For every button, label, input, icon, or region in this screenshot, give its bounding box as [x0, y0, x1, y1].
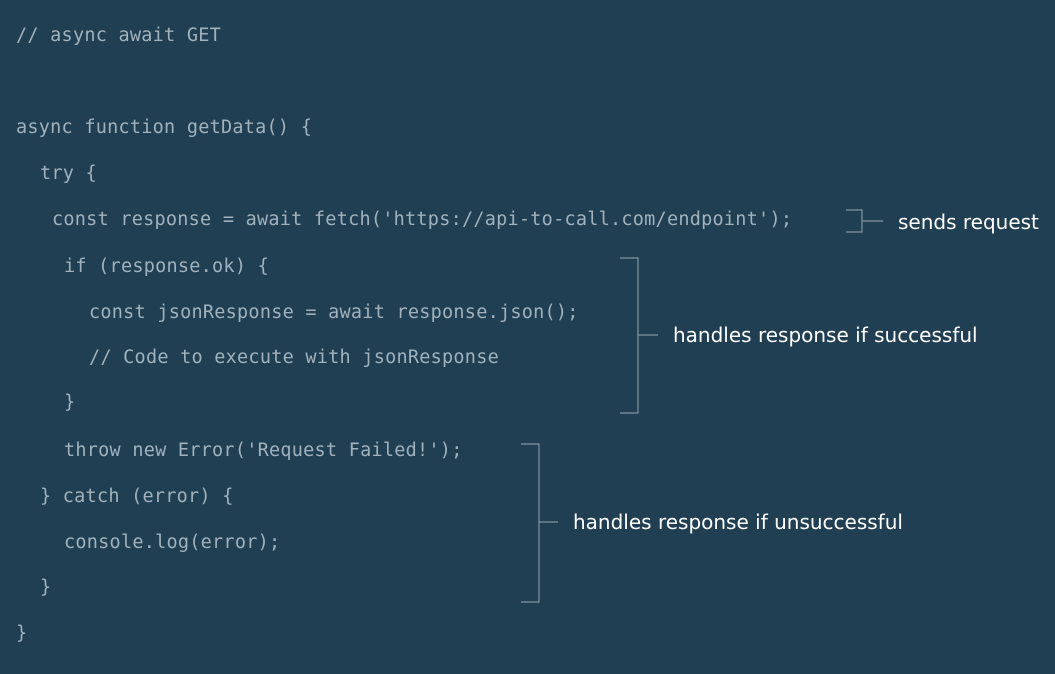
code-throw-line: throw new Error('Request Failed!');	[64, 440, 463, 461]
code-catch-close: }	[40, 577, 52, 598]
code-function-declaration: async function getData() {	[16, 117, 313, 138]
code-comment-line: // async await GET	[16, 25, 221, 46]
code-function-close: }	[16, 623, 28, 644]
bracket-handles-success	[620, 257, 658, 414]
code-fetch-line: const response = await fetch('https://ap…	[52, 209, 793, 230]
annotation-handles-failure: handles response if unsuccessful	[573, 510, 903, 534]
code-if-line: if (response.ok) {	[64, 256, 269, 277]
code-inner-comment-line: // Code to execute with jsonResponse	[89, 347, 499, 368]
code-try-line: try {	[40, 163, 97, 184]
annotation-sends-request: sends request	[898, 210, 1039, 234]
code-console-line: console.log(error);	[64, 532, 281, 553]
bracket-handles-failure	[521, 443, 558, 603]
code-catch-line: } catch (error) {	[40, 486, 234, 507]
bracket-sends-request	[846, 209, 883, 233]
annotation-handles-success: handles response if successful	[673, 323, 978, 347]
code-json-line: const jsonResponse = await response.json…	[89, 302, 579, 323]
code-if-close: }	[64, 392, 76, 413]
